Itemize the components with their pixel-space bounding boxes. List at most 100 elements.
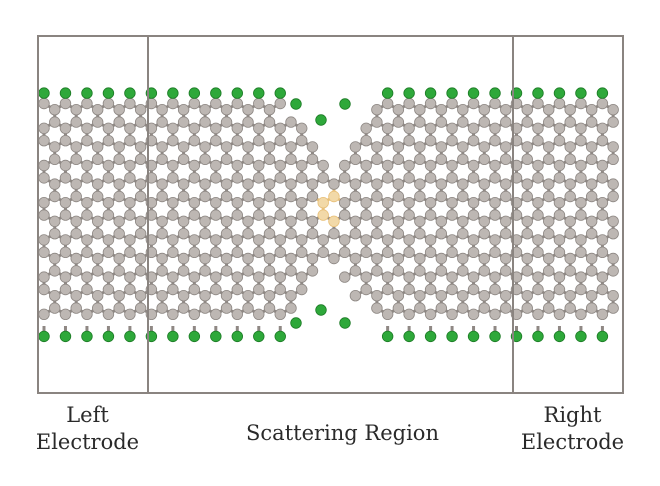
carbon-atom xyxy=(392,190,405,203)
carbon-atom xyxy=(521,141,533,153)
carbon-atom xyxy=(414,116,426,128)
hydrogen-atom xyxy=(596,87,609,99)
carbon-atom xyxy=(338,271,351,283)
carbon-atom xyxy=(296,196,308,209)
carbon-atom xyxy=(392,103,405,116)
carbon-atom xyxy=(38,159,50,172)
carbon-atom xyxy=(457,302,469,314)
hydrogen-atom xyxy=(489,330,501,343)
carbon-atom xyxy=(467,271,480,283)
carbon-atom xyxy=(91,141,104,153)
carbon-atom xyxy=(70,141,82,153)
carbon-atom xyxy=(70,190,82,203)
carbon-atom xyxy=(500,290,512,302)
carbon-atom xyxy=(49,190,61,203)
carbon-atom xyxy=(91,190,104,203)
carbon-atom xyxy=(38,97,50,110)
carbon-atom xyxy=(177,227,190,240)
carbon-atom xyxy=(156,116,168,128)
carbon-atom xyxy=(435,178,448,190)
carbon-atom xyxy=(263,190,276,203)
carbon-atom xyxy=(596,134,609,147)
carbon-atom xyxy=(220,153,233,166)
carbon-atom xyxy=(231,134,243,147)
carbon-atom xyxy=(500,190,512,203)
carbon-atom xyxy=(467,209,480,221)
carbon-atom xyxy=(446,172,458,184)
carbon-atom xyxy=(177,265,190,277)
carbon-atom xyxy=(210,283,222,296)
carbon-atom xyxy=(177,141,190,153)
carbon-atom xyxy=(188,271,201,283)
carbon-atom xyxy=(306,227,319,240)
carbon-atom xyxy=(478,153,490,166)
carbon-atom xyxy=(349,141,362,153)
carbon-atom xyxy=(457,290,469,302)
carbon-atom xyxy=(564,265,576,277)
carbon-atom xyxy=(210,271,222,283)
carbon-atom xyxy=(253,271,265,283)
carbon-atom xyxy=(242,265,254,277)
carbon-atom xyxy=(435,252,448,265)
carbon-atom xyxy=(102,97,115,110)
carbon-atom xyxy=(70,153,82,166)
carbon-atom xyxy=(414,265,426,277)
carbon-atom xyxy=(607,190,619,203)
carbon-atom xyxy=(188,209,201,221)
carbon-atom xyxy=(403,196,415,209)
carbon-atom xyxy=(446,196,458,209)
carbon-atom xyxy=(457,252,469,265)
carbon-atom xyxy=(575,97,587,110)
carbon-atom xyxy=(553,246,566,259)
carbon-atom xyxy=(296,246,308,259)
carbon-atom xyxy=(102,122,115,135)
carbon-atom xyxy=(296,134,308,147)
carbon-atom xyxy=(306,252,319,265)
carbon-atom xyxy=(467,196,480,209)
carbon-atom xyxy=(381,246,394,259)
carbon-atom xyxy=(360,234,372,246)
carbon-atom xyxy=(607,265,619,277)
carbon-atom xyxy=(81,234,93,246)
carbon-atom xyxy=(532,196,544,209)
carbon-atom xyxy=(274,271,286,283)
carbon-atom xyxy=(274,283,286,296)
hydrogen-atom xyxy=(59,87,72,99)
carbon-atom xyxy=(285,290,297,302)
carbon-atom xyxy=(338,196,351,209)
carbon-atom xyxy=(124,234,136,246)
carbon-atom xyxy=(381,134,394,147)
carbon-atom xyxy=(575,283,587,296)
carbon-atom xyxy=(124,246,136,259)
carbon-atom xyxy=(199,153,211,166)
carbon-atom xyxy=(360,122,372,135)
carbon-atom xyxy=(102,271,115,283)
carbon-atom xyxy=(403,172,415,184)
carbon-atom xyxy=(489,122,501,135)
region-frames xyxy=(37,35,624,394)
carbon-atom xyxy=(199,252,211,265)
carbon-atom xyxy=(274,308,286,321)
carbon-atom xyxy=(263,153,276,166)
defect-atom xyxy=(328,215,340,228)
carbon-atom xyxy=(199,290,211,302)
carbon-atom xyxy=(231,122,243,135)
carbon-atom xyxy=(134,227,147,240)
carbon-atom xyxy=(360,209,372,221)
carbon-atom xyxy=(263,252,276,265)
carbon-atom xyxy=(81,172,93,184)
carbon-atom xyxy=(285,302,297,314)
carbon-atom xyxy=(575,159,587,172)
carbon-atom xyxy=(156,227,168,240)
carbon-atom xyxy=(124,271,136,283)
carbon-atom xyxy=(585,153,598,166)
carbon-atom xyxy=(575,134,587,147)
carbon-atom xyxy=(199,265,211,277)
carbon-atom xyxy=(607,141,619,153)
carbon-atom xyxy=(424,122,437,135)
carbon-atom xyxy=(242,290,254,302)
carbon-atom xyxy=(91,302,104,314)
carbon-atom xyxy=(167,172,179,184)
carbon-atom xyxy=(113,252,125,265)
carbon-atom xyxy=(478,290,490,302)
